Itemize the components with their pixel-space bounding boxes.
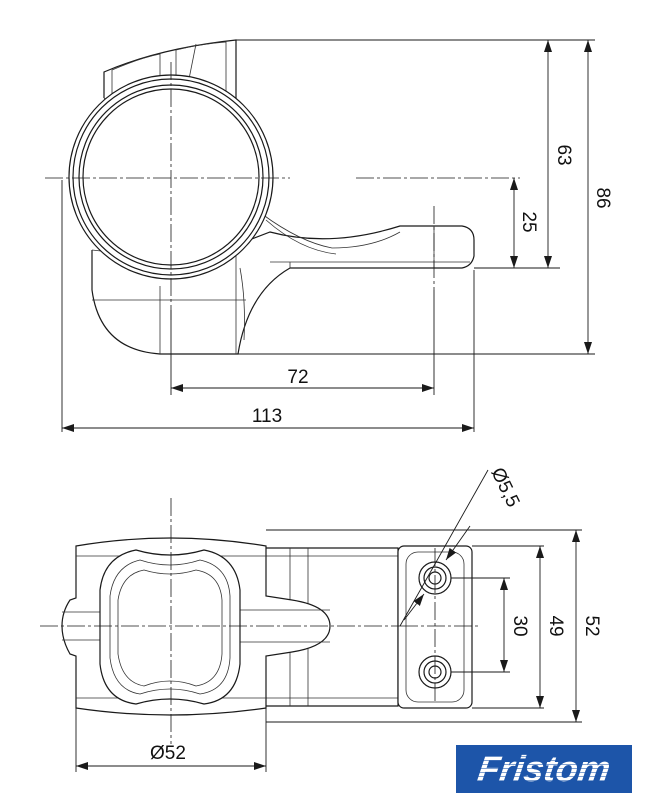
fristom-logo: Fristom (456, 745, 632, 793)
dim-label-86: 86 (592, 187, 613, 208)
dim-label-63: 63 (553, 144, 574, 165)
dim-label-52: 52 (581, 615, 602, 636)
side-view: 63 86 25 72 113 (45, 39, 613, 432)
dim-label-30: 30 (509, 615, 530, 636)
dim-label-113: 113 (252, 406, 282, 427)
clamp-opening (99, 549, 241, 705)
dim-label-d52: Ø52 (150, 743, 186, 764)
top-view: Ø52 30 49 52 Ø5,5 (40, 464, 602, 772)
top-ridge (175, 41, 227, 108)
logo-text: Fristom (475, 748, 613, 789)
dim-label-49: 49 (545, 615, 566, 636)
leader-arrow (403, 593, 425, 621)
arm-line (265, 219, 337, 255)
top-ridge (111, 53, 161, 100)
clamp-opening-inner (109, 559, 231, 695)
clamp-opening-inner (117, 569, 223, 687)
arm-line (239, 267, 245, 341)
arm-line (261, 213, 401, 249)
dim-label-25: 25 (518, 211, 539, 232)
dim-label-72: 72 (287, 367, 308, 388)
end-plate (397, 545, 473, 709)
dim-label-d55: Ø5,5 (486, 464, 523, 510)
leader-arrow (445, 525, 471, 561)
